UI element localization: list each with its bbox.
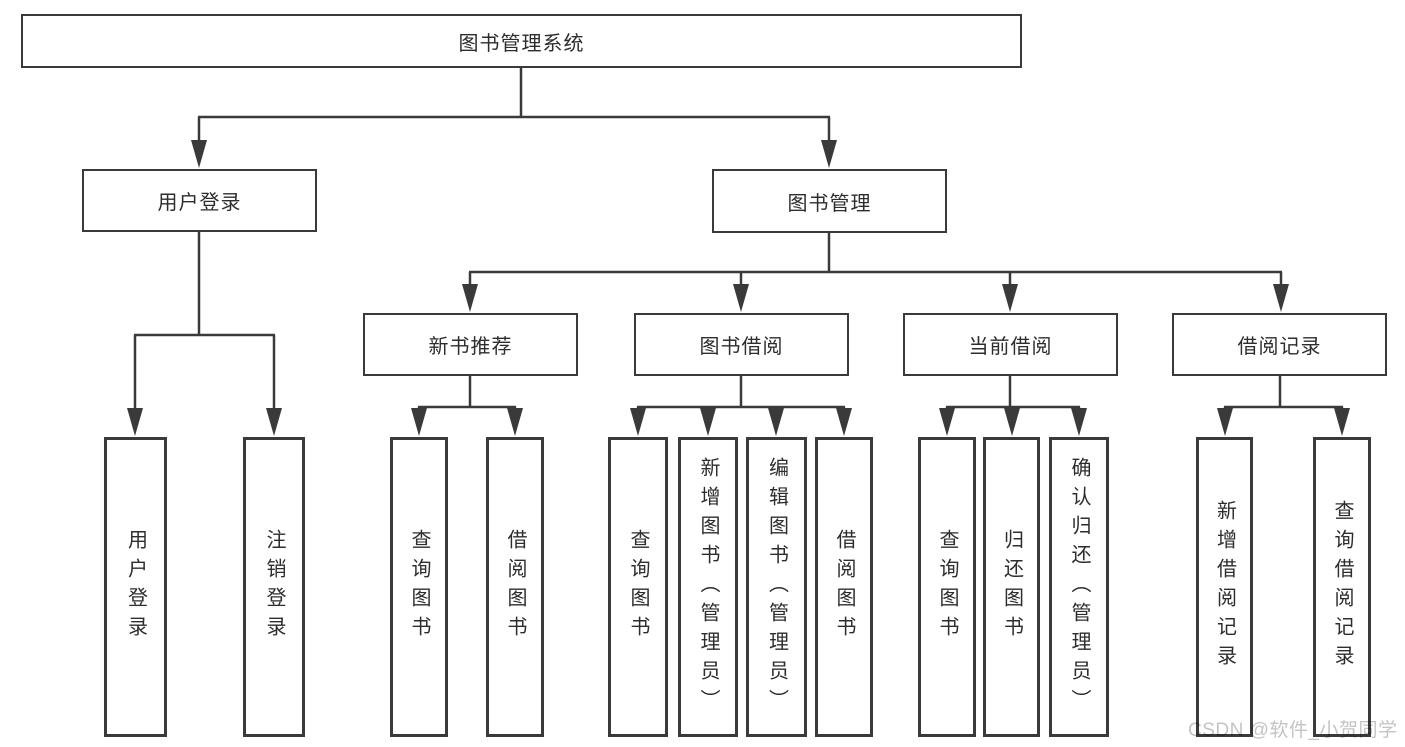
node-library-management-system: 图书管理系统 — [21, 14, 1022, 68]
leaf-borrow-books-borrowing: 借阅图书 — [815, 437, 873, 737]
leaf-label: 借阅图书 — [833, 529, 855, 645]
node-user-login: 用户登录 — [82, 169, 317, 232]
leaf-label: 编辑图书（管理员） — [765, 456, 788, 718]
leaf-query-borrow-record: 查询借阅记录 — [1313, 437, 1371, 737]
arrowheads — [127, 140, 1350, 436]
leaf-label: 查询图书 — [627, 529, 649, 645]
watermark-text: CSDN @软件_小贺同学 — [1188, 720, 1398, 741]
leaf-borrow-books-recommend: 借阅图书 — [486, 437, 544, 737]
leaf-label: 用户登录 — [124, 529, 147, 645]
node-borrowing-records: 借阅记录 — [1172, 313, 1387, 376]
leaf-label: 查询图书 — [408, 529, 430, 645]
node-label: 当前借阅 — [968, 336, 1053, 358]
leaf-return-books: 归还图书 — [983, 437, 1040, 737]
leaf-add-books-admin: 新增图书（管理员） — [678, 437, 738, 737]
node-label: 借阅记录 — [1237, 336, 1322, 358]
leaf-user-login: 用户登录 — [104, 437, 167, 737]
node-book-management: 图书管理 — [712, 169, 947, 233]
leaf-label: 借阅图书 — [504, 529, 526, 645]
node-label: 图书管理 — [787, 192, 872, 215]
leaf-confirm-return-admin: 确认归还（管理员） — [1049, 437, 1109, 737]
leaf-query-books-current: 查询图书 — [918, 437, 976, 737]
leaf-add-borrow-record: 新增借阅记录 — [1196, 437, 1253, 737]
leaf-label: 新增借阅记录 — [1213, 500, 1236, 674]
node-label: 用户登录 — [157, 192, 242, 214]
node-label: 图书借阅 — [699, 336, 784, 358]
node-current-borrowing: 当前借阅 — [903, 313, 1118, 376]
leaf-label: 新增图书（管理员） — [697, 456, 719, 718]
node-book-borrowing: 图书借阅 — [634, 313, 849, 376]
node-label: 图书管理系统 — [458, 32, 585, 55]
node-new-book-recommend: 新书推荐 — [363, 313, 578, 376]
leaf-label: 确认归还（管理员） — [1068, 456, 1090, 718]
leaf-query-books-borrowing: 查询图书 — [608, 437, 668, 737]
leaf-label: 归还图书 — [1000, 529, 1023, 645]
leaf-label: 查询图书 — [936, 529, 958, 645]
leaf-label: 查询借阅记录 — [1331, 500, 1353, 674]
leaf-logout-login: 注销登录 — [243, 437, 305, 737]
leaf-label: 注销登录 — [263, 529, 285, 645]
leaf-query-books-recommend: 查询图书 — [390, 437, 448, 737]
node-label: 新书推荐 — [428, 336, 513, 358]
leaf-edit-books-admin: 编辑图书（管理员） — [746, 437, 807, 737]
